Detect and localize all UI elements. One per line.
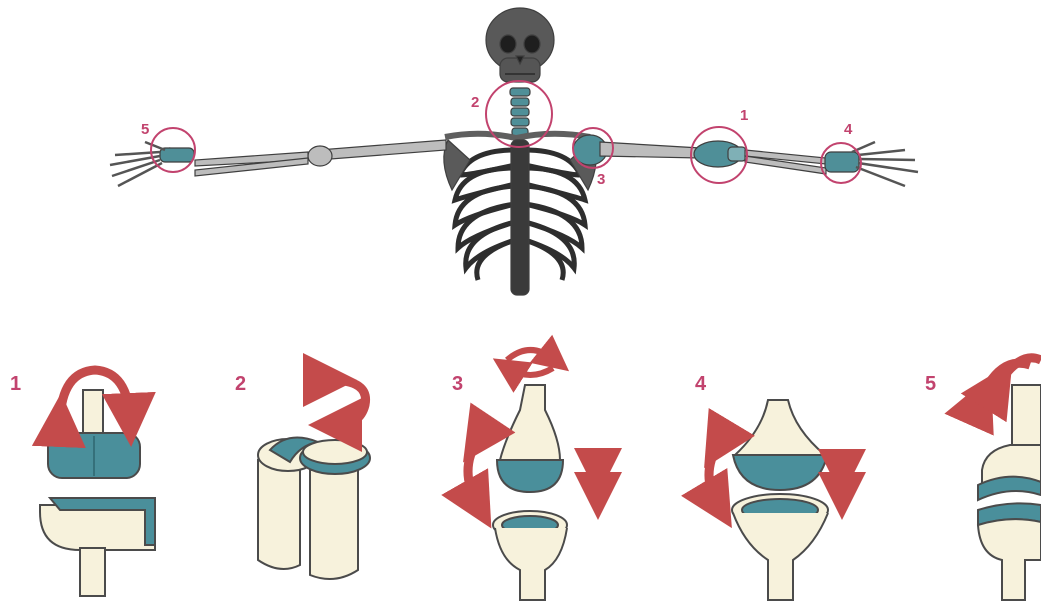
callout-label-left-wrist: 5 bbox=[141, 121, 149, 138]
callout-label-right-wrist: 4 bbox=[844, 121, 853, 138]
hinge-joint-illustration bbox=[40, 370, 155, 596]
cervical-spine bbox=[510, 88, 530, 136]
spine bbox=[511, 140, 529, 295]
joint-number-1: 1 bbox=[10, 373, 21, 395]
skull bbox=[486, 8, 554, 82]
joint-number-2: 2 bbox=[235, 373, 246, 395]
joint-number-5: 5 bbox=[925, 373, 936, 395]
joint-number-3: 3 bbox=[452, 373, 463, 395]
saddle-joint-illustration bbox=[978, 358, 1041, 600]
callout-label-neck: 2 bbox=[471, 94, 479, 111]
ball-socket-joint-illustration bbox=[468, 350, 598, 600]
callout-label-elbow: 1 bbox=[740, 107, 748, 124]
right-arm bbox=[600, 141, 859, 174]
condyloid-joint-illustration bbox=[709, 400, 842, 600]
left-arm bbox=[160, 140, 446, 176]
callout-label-shoulder: 3 bbox=[597, 171, 605, 188]
joint-number-4: 4 bbox=[695, 373, 707, 395]
skeleton-illustration bbox=[110, 8, 918, 295]
pivot-joint-illustration bbox=[258, 380, 370, 579]
